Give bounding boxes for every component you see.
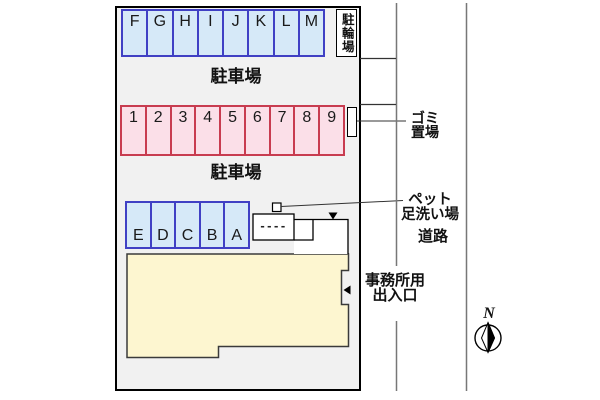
parking-cell: B xyxy=(198,203,224,247)
pet-wash-label: ペット 足洗い場 xyxy=(401,192,459,223)
bicycle-parking-box: 駐輪場 xyxy=(336,9,357,57)
parking-cell: A xyxy=(223,203,248,247)
parking-cell: E xyxy=(132,227,144,244)
parking-cell: D xyxy=(149,203,175,247)
parking-cell: L xyxy=(272,11,298,55)
parking-cell: C xyxy=(174,203,199,247)
parking-cell: F xyxy=(129,13,140,30)
parking-row-letters-ea: E D C B A xyxy=(125,201,250,249)
north-label: N xyxy=(483,305,495,322)
parking-row-numbers: 1 2 3 4 5 6 7 8 9 xyxy=(120,105,345,156)
parking-cell: I xyxy=(196,11,222,55)
site-boundary xyxy=(115,6,361,391)
garbage-area-label: ゴミ 置場 xyxy=(411,110,439,141)
parking-cell: K xyxy=(247,11,272,55)
pet-wash-dashes: ---- xyxy=(260,218,288,233)
parking-cell: 9 xyxy=(318,107,343,154)
parking-cell: 6 xyxy=(243,107,269,154)
parking-lot-label-top: 駐車場 xyxy=(210,67,262,86)
parking-row-letters-fm: F G H I J K L M xyxy=(121,9,325,57)
parking-lot-label-middle: 駐車場 xyxy=(210,163,262,182)
parking-cell: G xyxy=(146,11,171,55)
office-entrance-label: 事務所用 出入口 xyxy=(364,272,425,305)
parking-cell: M xyxy=(297,11,323,55)
north-compass-icon xyxy=(474,321,502,354)
parking-cell: 3 xyxy=(169,107,195,154)
parking-cell: 4 xyxy=(194,107,219,154)
parking-cell: 2 xyxy=(144,107,170,154)
parking-cell: H xyxy=(171,11,197,55)
parking-cell: 1 xyxy=(128,109,138,126)
bicycle-parking-label: 駐輪場 xyxy=(339,12,354,54)
parking-cell: 8 xyxy=(293,107,318,154)
parking-cell: 7 xyxy=(268,107,294,154)
parking-cell: J xyxy=(222,11,247,55)
garbage-area-box xyxy=(347,107,357,137)
road-label: 道路 xyxy=(417,228,448,245)
parking-cell: 5 xyxy=(219,107,244,154)
